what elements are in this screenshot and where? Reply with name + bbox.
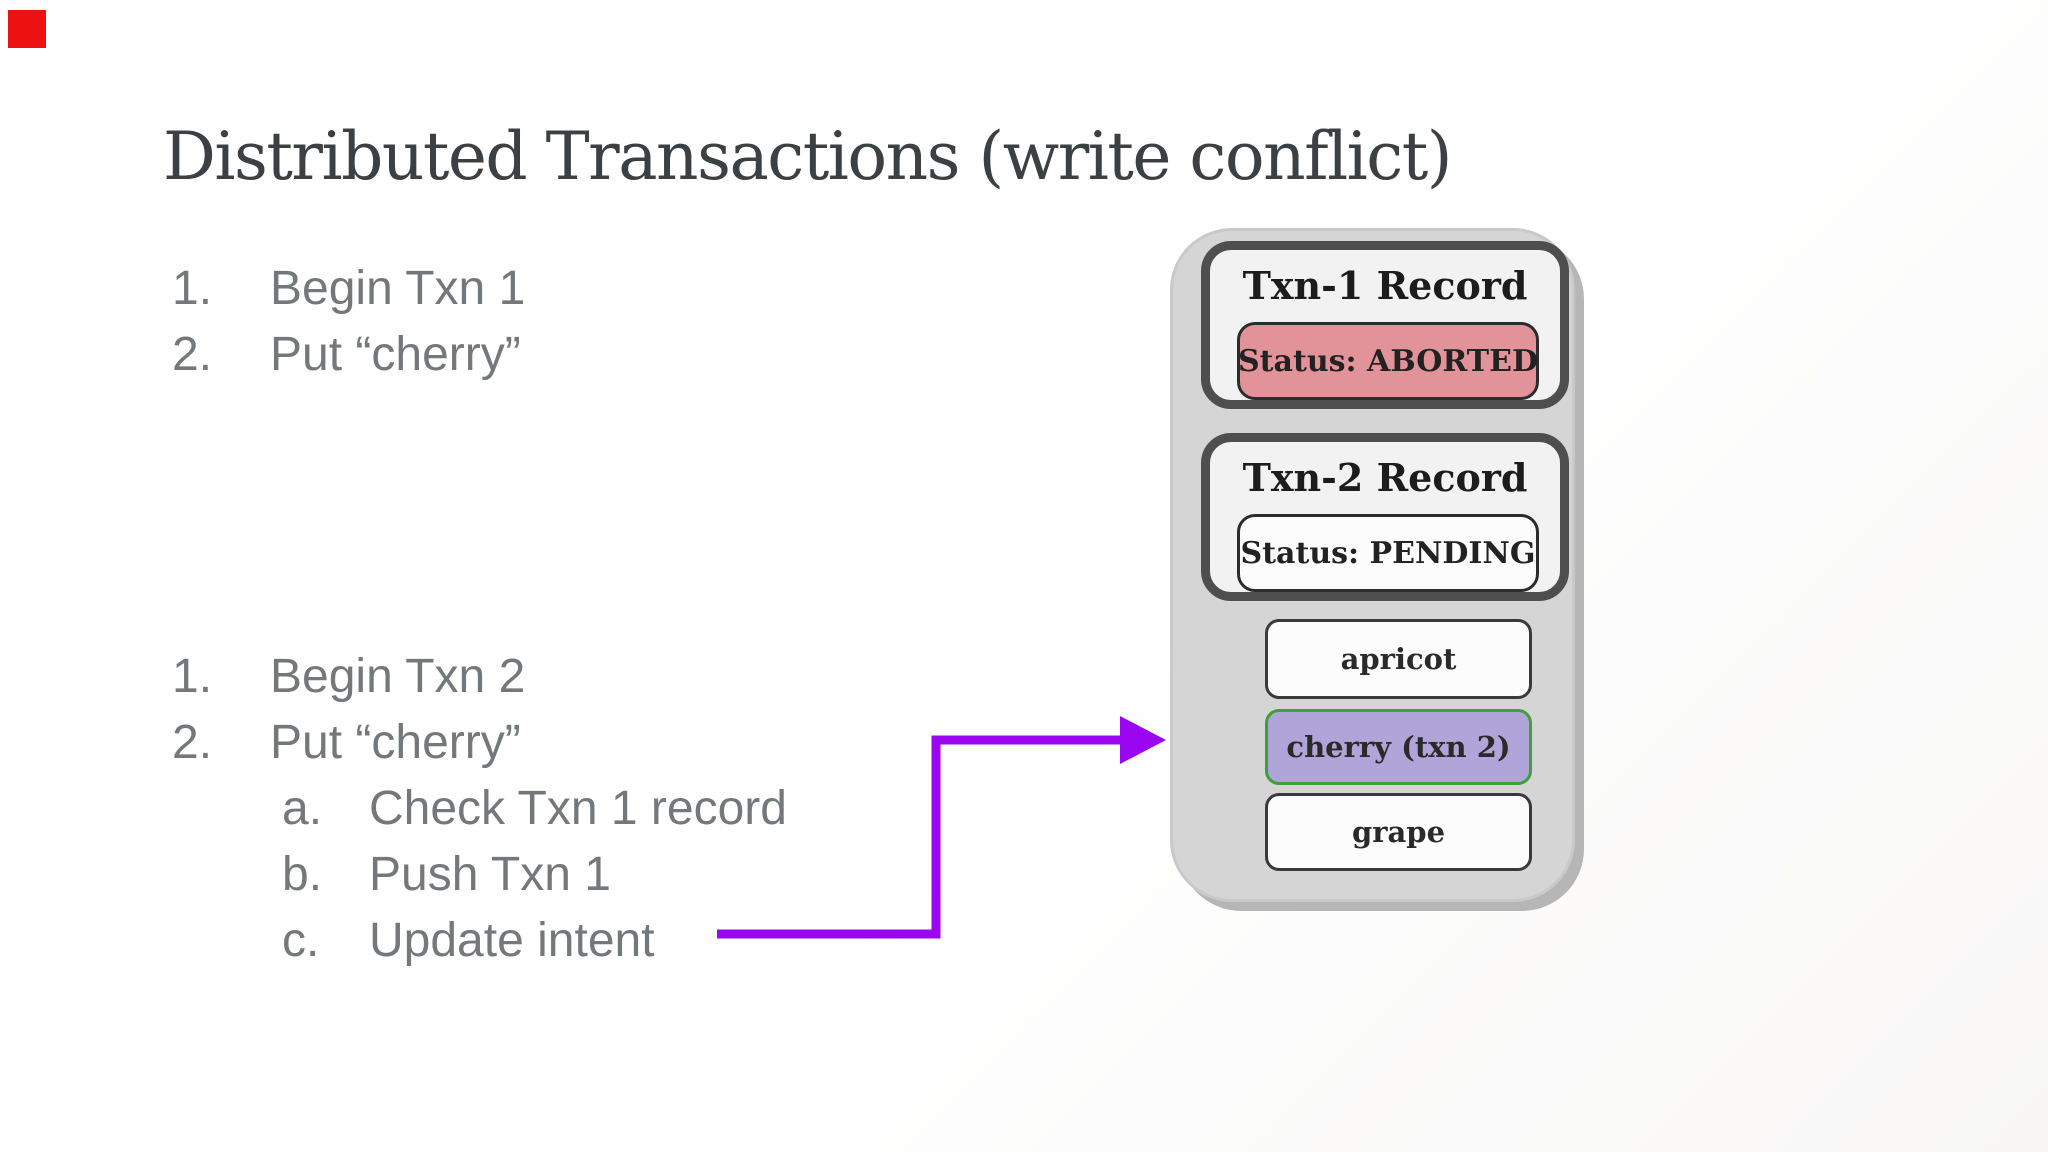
list-item: a. Check Txn 1 record (282, 776, 787, 842)
list-item-marker: c. (282, 914, 320, 967)
arrow-head-icon (1120, 716, 1166, 764)
txn1-steps-list: 1. Begin Txn 1 2. Put “cherry” (172, 256, 525, 388)
txn1-status-badge: Status: ABORTED (1237, 322, 1539, 400)
list-item-marker: 1. (172, 650, 213, 703)
key-box-apricot: apricot (1265, 619, 1532, 699)
txn1-record-card: Txn-1 Record Status: ABORTED (1201, 241, 1569, 409)
list-item-text: Push Txn 1 (369, 848, 611, 901)
list-item: c. Update intent (282, 908, 787, 974)
list-item: 1. Begin Txn 2 (172, 644, 787, 710)
red-corner-marker (8, 10, 46, 48)
list-item: 1. Begin Txn 1 (172, 256, 525, 322)
list-item-text: Update intent (369, 914, 655, 967)
list-item-text: Check Txn 1 record (369, 782, 787, 835)
list-item-text: Begin Txn 2 (270, 650, 526, 703)
list-item-marker: a. (282, 782, 323, 835)
txn2-record-card: Txn-2 Record Status: PENDING (1201, 433, 1569, 601)
txn2-steps-list: 1. Begin Txn 2 2. Put “cherry” a. Check … (172, 644, 787, 974)
list-item-text: Put “cherry” (270, 328, 521, 381)
txn1-record-title: Txn-1 Record (1242, 263, 1528, 308)
slide-title: Distributed Transactions (write conflict… (163, 118, 1453, 195)
list-item: 2. Put “cherry” (172, 710, 787, 776)
list-item-text: Begin Txn 1 (270, 262, 526, 315)
list-item-marker: 2. (172, 716, 213, 769)
txn2-status-badge: Status: PENDING (1237, 514, 1539, 592)
key-box-grape: grape (1265, 793, 1532, 871)
list-item-marker: 1. (172, 262, 213, 315)
key-box-cherry-txn2: cherry (txn 2) (1265, 709, 1532, 785)
list-item-text: Put “cherry” (270, 716, 521, 769)
list-item-marker: 2. (172, 328, 213, 381)
list-item: 2. Put “cherry” (172, 322, 525, 388)
database-container: Txn-1 Record Status: ABORTED Txn-2 Recor… (1170, 228, 1575, 902)
txn2-record-title: Txn-2 Record (1242, 455, 1528, 500)
list-item: b. Push Txn 1 (282, 842, 787, 908)
list-item-marker: b. (282, 848, 323, 901)
